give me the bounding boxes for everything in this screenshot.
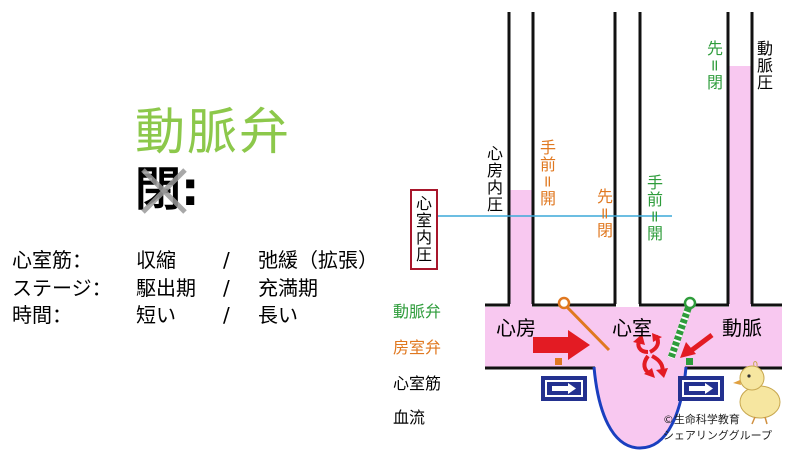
aortic-valve-marker [686,358,693,365]
flow-indicator-right [678,376,724,401]
ventricular-pressure-label: 心室内圧 [415,194,432,264]
av-far-close-label: 先=閉 [595,187,615,240]
legend-aortic-valve: 動脈弁 [393,302,442,321]
ventricle-wall [592,366,688,450]
row-value-a: 収縮 [136,248,176,272]
row-value-b: 充満期 [258,276,318,300]
legend-av-valve: 房室弁 [393,338,442,357]
legend-blood-flow: 血流 [393,408,426,427]
row-label: 時間： [12,303,72,327]
atrium-label: 心房 [496,316,536,340]
chick-mascot-icon [733,361,781,425]
row-label: ステージ： [12,276,112,300]
row-separator: / [223,248,230,272]
credit-line-1: ©生命科学教育 [662,413,740,426]
row-label: 心室筋： [12,248,92,272]
aortic-valve [667,296,697,360]
aortic-front-open-label: 手前=開 [645,173,665,243]
credit: ©生命科学教育 シェアリンググループ [663,412,772,444]
pressure-columns [507,12,754,304]
diagram-title: 動脈弁 [135,103,291,161]
av-valve-marker [555,358,562,365]
arterial-pressure-label: 動脈圧 [756,39,773,92]
av-front-open-label: 手前=開 [538,138,558,208]
row-value-a: 駆出期 [136,276,196,300]
credit-line-2: シェアリンググループ [662,429,772,442]
legend-ventricle-muscle: 心室筋 [393,374,442,393]
row-value-b: 弛緩（拡張） [258,248,378,272]
artery-label: 動脈 [722,316,762,340]
cross-mark-icon [141,168,187,214]
ventricular-pressure-frame [410,189,438,270]
blood-fill [485,66,782,448]
atrial-pressure-label: 心房内圧 [486,144,503,214]
flow-indicator-left [541,376,587,401]
ventricle-label: 心室 [612,316,652,340]
av-valve [557,296,611,352]
valve-state: 閉: [135,160,255,220]
row-separator: / [223,276,230,300]
row-value-a: 短い [136,303,176,327]
row-separator: / [223,303,230,327]
blood-flow-arrows [533,330,714,378]
aortic-far-close-label: 先=閉 [705,39,725,92]
row-value-b: 長い [258,303,298,327]
